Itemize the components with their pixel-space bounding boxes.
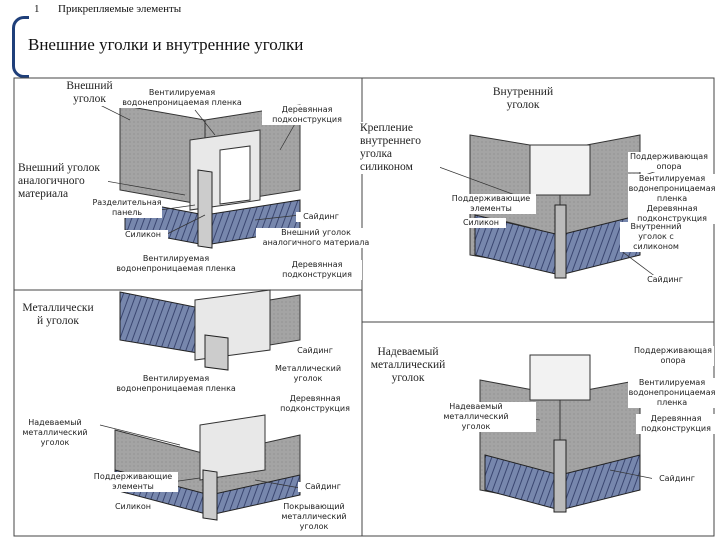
label-membrane-metal: Вентилируемая водонепроницаемая пленка [112, 374, 240, 394]
label-inner-corner: Внутренний уголок с силиконом [620, 222, 692, 252]
label-sealant: Силикон [118, 230, 168, 240]
label-fitted-metal-corner: Надеваемый металлический уголок [20, 418, 90, 448]
label-separator: Разделительная панель [92, 198, 162, 218]
label-analog-corner: Внешний уголок аналогичного материала [18, 162, 108, 201]
label-wood-frame-br: Деревянная подконструкция [636, 414, 716, 434]
label-membrane-br: Вентилируемая водонепроницаемая пленка [628, 378, 716, 408]
label-supports-inner: Поддерживающие элементы [446, 194, 536, 214]
label-fixing: Крепление внутреннего уголка силиконом [360, 122, 440, 174]
label-support: Поддерживающая опора [628, 152, 710, 172]
label-siding: Сайдинг [296, 212, 346, 222]
panel-title-inner-corner: Внутренний уголок [478, 86, 568, 112]
label-wood-frame-metal: Деревянная подконструкция [270, 394, 360, 414]
label-sealant-inner: Силикон [456, 218, 506, 228]
label-siding-metal: Сайдинг [290, 346, 340, 356]
label-fitted-inner: Надеваемый металлический уголок [416, 402, 536, 432]
label-metal-corner: Металлический уголок [268, 364, 348, 384]
label-support-br: Поддерживающая опора [632, 346, 714, 366]
accent-bracket [12, 16, 29, 78]
fitted-inner-corner-drawing [479, 354, 641, 513]
label-wood-frame-inner: Деревянная подконструкция [628, 204, 716, 224]
outer-corner-drawing [119, 104, 301, 249]
label-siding-metal-2: Сайдинг [298, 482, 348, 492]
label-siding-br: Сайдинг [652, 474, 702, 484]
label-siding-inner: Сайдинг [640, 275, 690, 285]
metal-corner-drawing [119, 289, 301, 371]
label-wood-frame-2: Деревянная подконструкция [272, 260, 362, 280]
label-membrane-2: Вентилируемая водонепроницаемая пленка [112, 254, 240, 274]
label-sealant-metal: Силикон [108, 502, 158, 512]
panel-title-metal-corner: Металлически й уголок [18, 302, 98, 328]
label-supports: Поддерживающие элементы [88, 472, 178, 492]
label-membrane-inner: Вентилируемая водонепроницаемая пленка [628, 174, 716, 204]
section-number: 1 [34, 3, 40, 15]
panel-title-outer-corner: Внешний уголок [52, 80, 127, 106]
panel-title-fitted-inner: Надеваемый металлический уголок [368, 346, 448, 385]
section-title: Прикрепляемые элементы [58, 3, 182, 15]
label-outer-corner: Внешний уголок аналогичного материала [256, 228, 376, 248]
label-wood-frame: Деревянная подконструкция [262, 105, 352, 125]
label-sealing-corner: Покрывающий металлический уголок [274, 502, 354, 532]
slide-title: Внешние уголки и внутренние уголки [28, 35, 304, 54]
label-membrane: Вентилируемая водонепроницаемая пленка [118, 88, 246, 108]
